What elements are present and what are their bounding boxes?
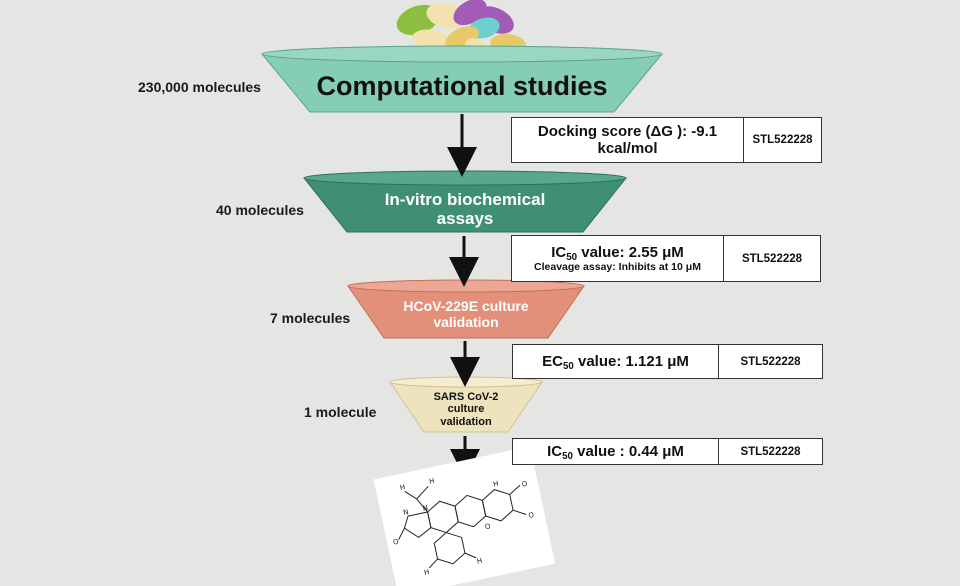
- result-4-line-1: IC50 value : 0.44 μM: [547, 442, 684, 462]
- result-2-value: IC50 value: 2.55 μM Cleavage assay: Inhi…: [512, 236, 724, 281]
- result-3-value: EC50 value: 1.121 μM: [513, 345, 719, 378]
- result-box-1: Docking score (ΔG ): -9.1 kcal/mol STL52…: [511, 117, 822, 163]
- result-1-line-1: Docking score (ΔG ): -9.1: [537, 122, 718, 140]
- atom-h-3: H: [423, 568, 430, 577]
- stage-1-title: Computational studies: [316, 71, 608, 101]
- result-2-compound: STL522228: [741, 252, 803, 265]
- stage-3-title-line-1: HCoV-229E culture: [403, 298, 529, 314]
- count-stage-4: 1 molecule: [304, 404, 377, 420]
- result-3-prefix: EC: [542, 352, 563, 370]
- result-box-3: EC50 value: 1.121 μM STL522228: [512, 344, 823, 379]
- atom-h-2: H: [429, 477, 436, 486]
- atom-n-1: N: [422, 504, 429, 513]
- result-4-suffix: value : 0.44 μM: [572, 442, 684, 460]
- stage-3-title-line-2: validation: [433, 313, 499, 330]
- result-4-sub: 50: [562, 450, 573, 462]
- atom-h-1: H: [399, 483, 406, 492]
- result-1-line-2: kcal/mol: [597, 140, 658, 157]
- atom-n-2: N: [402, 508, 409, 517]
- atom-o-3: O: [392, 538, 400, 547]
- result-4-value: IC50 value : 0.44 μM: [513, 439, 719, 464]
- funnel-stage-1: [260, 45, 664, 113]
- count-stage-3: 7 molecules: [270, 310, 351, 326]
- result-1-compound: STL522228: [752, 134, 813, 146]
- result-box-2: IC50 value: 2.55 μM Cleavage assay: Inhi…: [511, 235, 821, 282]
- atom-h-5: H: [493, 480, 500, 489]
- stage-4-title: SARS CoV-2 culture validation: [396, 391, 536, 428]
- flow-arrows: [447, 114, 480, 479]
- atom-o-1: O: [521, 480, 529, 489]
- stage-4-title-line-3: validation: [440, 415, 492, 428]
- result-4-compound: STL522228: [740, 445, 801, 458]
- count-stage-1: 230,000 molecules: [138, 79, 261, 95]
- result-3-compound: STL522228: [740, 355, 801, 368]
- result-2-suffix: value: 2.55 μM: [577, 243, 684, 261]
- chemical-structure: O O O O N N H H H H H: [373, 446, 556, 586]
- atom-o-4: O: [484, 522, 492, 531]
- stage-4-title-line-1: SARS CoV-2: [433, 391, 499, 403]
- atom-o-2: O: [528, 511, 536, 520]
- stage-3-title: HCoV-229E culture validation: [360, 298, 572, 330]
- stage-2-title: In-vitro biochemical assays: [330, 190, 600, 228]
- stage-4-title-line-2: culture: [447, 403, 485, 416]
- result-2-prefix: IC: [551, 243, 567, 261]
- stage-2-title-line-2: assays: [436, 209, 494, 229]
- result-3-line-1: EC50 value: 1.121 μM: [542, 352, 689, 372]
- atom-h-4: H: [476, 557, 483, 566]
- result-2-note: Cleavage assay: Inhibits at 10 μM: [534, 261, 701, 274]
- result-3-sub: 50: [562, 360, 574, 372]
- result-1-value: Docking score (ΔG ): -9.1 kcal/mol: [512, 118, 744, 162]
- result-2-sub: 50: [566, 251, 578, 263]
- funnel-stage-3: [347, 279, 585, 339]
- result-box-4: IC50 value : 0.44 μM STL522228: [512, 438, 823, 465]
- result-4-prefix: IC: [547, 442, 563, 460]
- result-2-line-1: IC50 value: 2.55 μM: [551, 243, 684, 263]
- funnel-stage-2: [302, 170, 628, 233]
- stage-2-title-line-1: In-vitro biochemical: [384, 190, 546, 209]
- result-3-suffix: value: 1.121 μM: [573, 352, 689, 370]
- count-stage-2: 40 molecules: [216, 202, 304, 218]
